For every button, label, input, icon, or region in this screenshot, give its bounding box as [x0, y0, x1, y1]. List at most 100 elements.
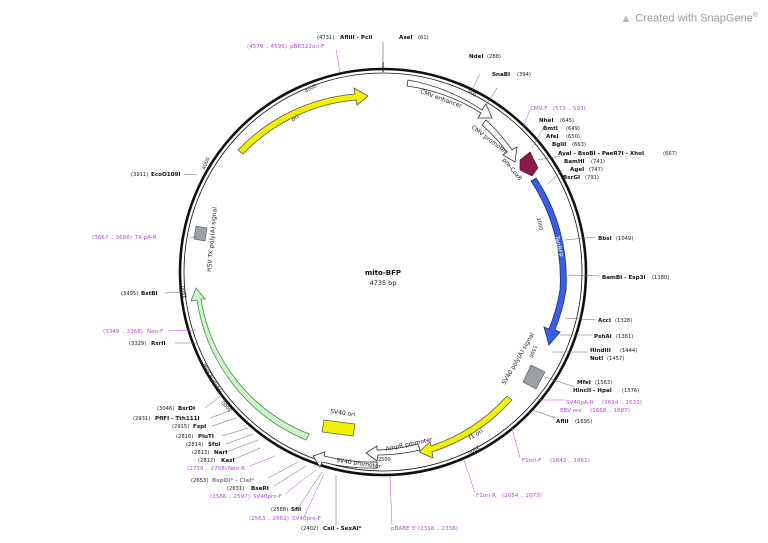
- primer-f1ori-r-pos: (2054 .. 2073): [502, 493, 542, 499]
- site-bsrdi[interactable]: BsrDI: [178, 406, 195, 412]
- site-bamhi-pos: (741): [591, 159, 605, 165]
- site-ndei[interactable]: NdeI: [469, 54, 484, 60]
- site-noti-pos: (1457): [607, 356, 624, 362]
- primer-sv40pro-f-1[interactable]: SV40pro-F: [253, 494, 282, 500]
- cmv-enhancer-arrow[interactable]: [406, 79, 493, 119]
- primer-pbabe-3[interactable]: pBABE 3': [391, 526, 416, 532]
- tagbfp-arrow[interactable]: [530, 177, 567, 346]
- site-bamhi[interactable]: BamHI: [564, 159, 585, 165]
- sv40-ori-box[interactable]: [321, 419, 356, 437]
- primer-cmv-f[interactable]: CMV-F: [530, 106, 547, 112]
- site-bstbi[interactable]: BstBI: [141, 291, 158, 297]
- site-nari[interactable]: NarI: [214, 450, 227, 456]
- primer-sv40pro-f-2[interactable]: SV40pro-F: [292, 516, 321, 522]
- sv40-polya-box[interactable]: [522, 364, 546, 390]
- site-bsmbi-esp3i-pos: (1180): [652, 275, 669, 281]
- site-bmti[interactable]: BmtI: [543, 126, 558, 132]
- primer-neo-r-pos: (2739 .. 2758): [187, 466, 227, 472]
- site-noti[interactable]: NotI: [590, 356, 603, 362]
- backbone-inner-ring: [183, 72, 583, 472]
- primer-tk-pa-r[interactable]: TK-pA-R: [134, 235, 157, 241]
- site-afei-pos: (650): [566, 134, 580, 140]
- primer-neo-f[interactable]: Neo-F: [147, 329, 163, 335]
- site-kasi[interactable]: KasI: [221, 458, 235, 464]
- site-pluti[interactable]: PluTI: [198, 434, 214, 440]
- site-sfoi[interactable]: SfoI: [208, 442, 220, 448]
- primer-pbr322ori-f[interactable]: pBR322ori-F: [290, 44, 324, 50]
- site-pshai-pos: (1381): [616, 334, 633, 340]
- primer-neo-f-pos: (3349 .. 3368): [103, 329, 143, 335]
- snapgene-credit: ▲Created with SnapGene®: [621, 12, 758, 25]
- site-hincii-hpai[interactable]: HincII - HpaI: [573, 388, 612, 394]
- site-csii-sexai-pos: (2402): [301, 526, 318, 532]
- site-snabi[interactable]: SnaBI: [492, 72, 510, 78]
- primer-f1ori-r[interactable]: F1ori-R: [476, 493, 496, 499]
- site-bspdi-clai-pos: (2653): [191, 478, 208, 484]
- tagbfp-label: TagBFP: [553, 234, 564, 258]
- site-top-asei[interactable]: AseI: [399, 35, 413, 41]
- site-hincii-hpai-pos: (1576): [622, 388, 639, 394]
- site-agei[interactable]: AgeI: [570, 167, 584, 173]
- primer-sv40pro-f-2-pos: (2563 .. 2582): [249, 516, 289, 522]
- site-ecoo109i-pos: (3911): [131, 172, 148, 178]
- site-pshai[interactable]: PshAI: [594, 334, 612, 340]
- site-bseri[interactable]: BseRI: [251, 486, 269, 492]
- site-pflfi-pos: (2931): [133, 416, 150, 422]
- sv40-promoter-arrow[interactable]: [312, 451, 378, 469]
- map-size: 4735 bp: [370, 279, 397, 287]
- site-top-aflIII[interactable]: AflIII - PciI: [340, 35, 372, 41]
- site-fspi[interactable]: FspI: [193, 424, 206, 430]
- site-mfei[interactable]: MfeI: [577, 380, 591, 386]
- site-bseri-pos: (2631): [227, 486, 244, 492]
- site-top-asei-pos: (61): [418, 35, 429, 41]
- credit-text: Created with SnapGene: [635, 12, 753, 25]
- site-bglii[interactable]: BglII: [552, 142, 566, 148]
- primer-sv40pa-r-pos: (1614 .. 1633): [602, 400, 642, 406]
- site-acci[interactable]: AccI: [598, 318, 611, 324]
- site-rsrii[interactable]: RsrII: [151, 341, 166, 347]
- site-aflii[interactable]: AflII: [556, 419, 569, 425]
- left-connectors: [164, 48, 341, 526]
- site-pluti-pos: (2816): [176, 434, 193, 440]
- primer-f1ori-f[interactable]: F1ori-F: [522, 458, 541, 464]
- ori-arrow[interactable]: [237, 87, 369, 155]
- primer-neo-r[interactable]: Neo-R: [228, 466, 245, 472]
- site-snabi-pos: (394): [517, 72, 531, 78]
- f1-ori-arrow[interactable]: [418, 395, 513, 459]
- pre-cox8-arrow[interactable]: [519, 151, 539, 177]
- ori-label: ori: [290, 113, 301, 124]
- primer-ebv-rev-pos: (1668 .. 1687): [590, 408, 630, 414]
- site-sfii[interactable]: SfiI: [291, 507, 301, 513]
- site-afei[interactable]: AfeI: [546, 134, 559, 140]
- tick-4000: 4000: [201, 157, 211, 171]
- site-bsrgi[interactable]: BsrGI: [563, 175, 580, 181]
- site-aflii-pos: (1695): [575, 419, 592, 425]
- site-bbsi-pos: (1049): [616, 236, 633, 242]
- primer-sv40pa-r[interactable]: SV40pA-R: [566, 400, 594, 406]
- primer-sv40pro-f-1-pos: (2586 .. 2597): [210, 494, 250, 500]
- site-fspi-pos: (2915): [172, 424, 189, 430]
- primer-tk-pa-r-pos: (3667 .. 3686): [92, 235, 132, 241]
- site-pflfi-tth111i[interactable]: PflFI - Tth111I: [155, 416, 200, 422]
- site-avai-xhoi[interactable]: AvaI - BsoBI - PaeR7I - XhoI: [558, 151, 644, 157]
- hsv-tk-polya-box[interactable]: [193, 225, 208, 242]
- site-hindiii-pos: (1444): [620, 348, 637, 354]
- neor-kanr-arrow[interactable]: [190, 287, 310, 441]
- site-bspdi-clai[interactable]: BspDI* - ClaI*: [212, 478, 254, 484]
- site-nhei[interactable]: NheI: [539, 118, 554, 124]
- site-sfii-pos: (2588): [271, 507, 288, 513]
- site-ecoo109i[interactable]: EcoO109I: [151, 172, 181, 178]
- primer-ebv-rev[interactable]: EBV-rev: [560, 408, 582, 414]
- site-bbsi[interactable]: BbsI: [598, 236, 612, 242]
- site-ndei-pos: (288): [487, 54, 501, 60]
- cmv-promoter-arrow[interactable]: [481, 119, 518, 163]
- site-top-aflIII-pos: (4731): [317, 35, 334, 41]
- site-hindiii[interactable]: HindIII: [590, 348, 611, 354]
- registered-mark: ®: [752, 12, 758, 19]
- ampr-promoter-arrow[interactable]: [365, 443, 421, 462]
- site-bsmbi-esp3i[interactable]: BamBI - Esp3I: [602, 275, 646, 281]
- tick-4500: 4500: [304, 83, 318, 95]
- site-csii-sexai[interactable]: CsiI - SexAI*: [323, 526, 361, 532]
- primer-pbr322ori-f-pos: (4576 .. 4595): [247, 44, 287, 50]
